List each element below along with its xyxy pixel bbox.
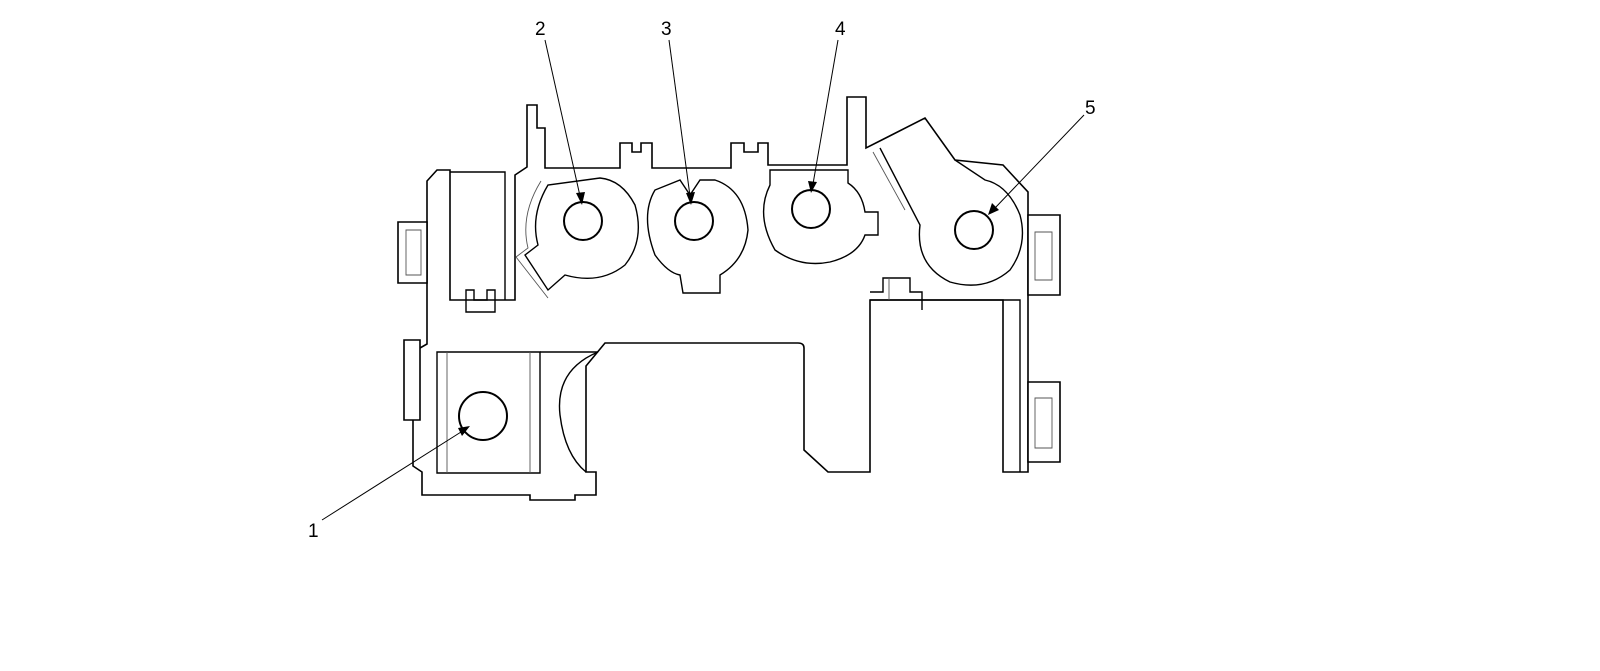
arrow-4 [808, 181, 817, 193]
terminal-holes [458, 189, 994, 441]
callout-labels: 1 2 3 4 5 [308, 19, 1096, 542]
terminal-2-hole [563, 201, 603, 241]
leader-2 [544, 39, 581, 197]
callout-5: 5 [1085, 98, 1096, 119]
housing-outline [397, 96, 1061, 501]
callout-leaders [321, 39, 1085, 521]
leader-3 [668, 39, 691, 197]
callout-2: 2 [535, 19, 546, 40]
leader-1 [321, 431, 462, 521]
leader-4 [812, 39, 839, 185]
leader-5 [994, 114, 1085, 209]
terminal-5-hole [954, 210, 994, 250]
terminal-1-hole [458, 391, 508, 441]
arrow-2 [576, 192, 585, 205]
arrow-5 [988, 203, 999, 215]
arrow-1 [458, 426, 470, 436]
terminal-4-hole [791, 189, 831, 229]
callout-4: 4 [835, 19, 846, 40]
arrow-3 [686, 192, 695, 205]
terminal-3-hole [674, 201, 714, 241]
callout-3: 3 [661, 19, 672, 40]
callout-1: 1 [308, 521, 319, 542]
